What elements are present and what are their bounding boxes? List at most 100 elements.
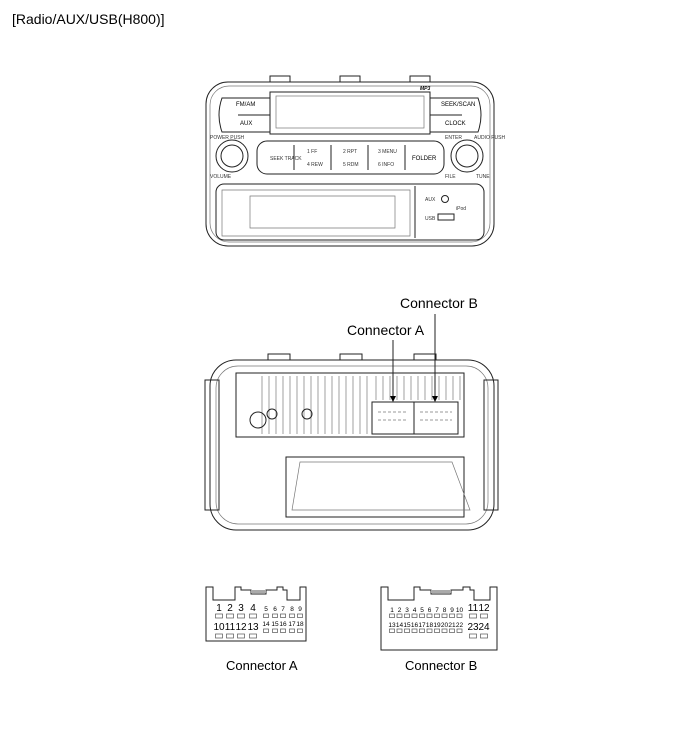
pin-cavity — [263, 628, 269, 633]
pin-label: 13 — [388, 622, 396, 629]
pin-cavity — [441, 613, 448, 618]
pin-cavity — [297, 613, 303, 618]
ipod-label: iPod — [456, 206, 466, 212]
pin-label: 17 — [288, 621, 296, 628]
pin-label: 7 — [435, 607, 439, 614]
pin-cavity — [272, 628, 278, 633]
volume-label: VOLUME — [210, 174, 232, 180]
pin-cavity — [469, 613, 477, 619]
pin-cavity — [396, 613, 403, 618]
page-title: [Radio/AUX/USB(H800)] — [12, 11, 165, 27]
pin-label: 6 — [428, 607, 432, 614]
preset-5-button[interactable]: 5 RDM — [343, 162, 359, 168]
audio-label: AUDIO PUSH — [474, 135, 506, 141]
connector-b-caption: Connector B — [405, 658, 477, 673]
clock-button[interactable]: CLOCK — [445, 121, 466, 127]
pin-cavity — [215, 633, 223, 639]
pin-label: 5 — [420, 607, 424, 614]
pin-label: 9 — [298, 606, 302, 613]
pin-label: 2 — [227, 603, 233, 614]
pin-label: 1 — [216, 603, 222, 614]
preset-4-button[interactable]: 4 REW — [307, 162, 323, 168]
pin-label: 10 — [456, 607, 464, 614]
heat-sink — [261, 376, 461, 434]
pin-label: 18 — [296, 621, 304, 628]
pin-cavity — [237, 633, 245, 639]
pin-label: 15 — [271, 621, 279, 628]
pin-cavity — [411, 613, 418, 618]
pin-cavity — [297, 628, 303, 633]
pin-label: 6 — [273, 606, 277, 613]
pin-label: 22 — [456, 622, 464, 629]
pin-cavity — [449, 613, 455, 618]
pin-cavity — [426, 628, 433, 633]
power-label: POWER PUSH — [210, 135, 245, 141]
pin-cavity — [263, 613, 269, 618]
pin-cavity — [419, 628, 425, 633]
pin-cavity — [280, 628, 286, 633]
pin-label: 3 — [238, 603, 244, 614]
pin-cavity — [237, 613, 245, 619]
logo: MP3 — [420, 86, 431, 92]
pin-label: 4 — [250, 603, 256, 614]
pin-cavity — [434, 613, 440, 618]
pin-cavity — [249, 633, 257, 639]
fm-am-button[interactable]: FM/AM — [236, 102, 255, 108]
aux-jack — [441, 195, 449, 203]
pin-label: 11 — [468, 603, 479, 614]
preset-3-button[interactable]: 3 MENU — [378, 149, 397, 155]
pin-label: 9 — [450, 607, 454, 614]
pin-cavity — [411, 628, 418, 633]
aux-jack-label: AUX — [425, 197, 436, 203]
pin-label: 8 — [443, 607, 447, 614]
usb-port-label: USB — [425, 216, 436, 222]
pin-cavity — [226, 633, 234, 639]
pin-label: 4 — [413, 607, 417, 614]
pin-cavity — [426, 613, 433, 618]
pin-label: 18 — [426, 622, 434, 629]
pin-cavity — [480, 613, 488, 619]
pin-label: 10 — [213, 622, 225, 633]
pin-cavity — [396, 628, 403, 633]
seek-track-button[interactable]: SEEK TRACK — [270, 156, 302, 162]
pin-cavity — [226, 613, 234, 619]
pin-label: 23 — [467, 622, 479, 633]
aux-button[interactable]: AUX — [240, 121, 252, 127]
pin-label: 16 — [279, 621, 287, 628]
pin-cavity — [404, 613, 410, 618]
pin-label: 17 — [418, 622, 426, 629]
tune-label: TUNE — [476, 174, 490, 180]
pin-cavity — [404, 628, 410, 633]
folder-button[interactable]: FOLDER — [412, 156, 437, 162]
connector-b-callout: Connector B — [400, 295, 478, 311]
pin-cavity — [419, 613, 425, 618]
pin-cavity — [215, 613, 223, 619]
rear-view: Connector B Connector A — [204, 295, 499, 531]
preset-1-button[interactable]: 1 FF — [307, 149, 317, 155]
pin-label: 14 — [262, 621, 270, 628]
connector-a-socket — [371, 401, 415, 435]
pin-cavity — [280, 613, 286, 618]
pin-label: 21 — [448, 622, 456, 629]
pin-label: 3 — [405, 607, 409, 614]
pin-label: 19 — [433, 622, 441, 629]
pin-label: 24 — [478, 622, 490, 633]
preset-2-button[interactable]: 2 RPT — [343, 149, 357, 155]
pin-cavity — [441, 628, 448, 633]
connector-a-caption: Connector A — [226, 658, 298, 673]
preset-6-button[interactable]: 6 INFO — [378, 162, 394, 168]
seek-scan-button[interactable]: SEEK/SCAN — [441, 102, 475, 108]
connector-b-socket — [413, 401, 459, 435]
pin-cavity — [469, 633, 477, 639]
pin-label: 12 — [235, 622, 247, 633]
pin-label: 20 — [441, 622, 449, 629]
pin-label: 11 — [225, 622, 236, 633]
pin-cavity — [480, 633, 488, 639]
pin-label: 14 — [396, 622, 404, 629]
pin-label: 2 — [398, 607, 402, 614]
pin-label: 16 — [411, 622, 419, 629]
pin-label: 5 — [264, 606, 268, 613]
